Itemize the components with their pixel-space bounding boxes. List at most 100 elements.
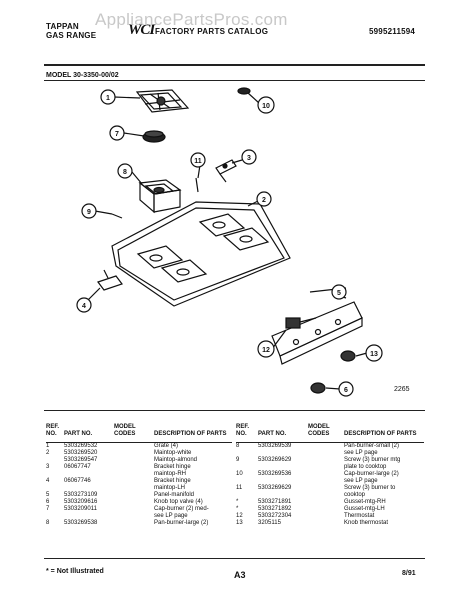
table-header-row: REF. NO. PART NO. MODEL CODES DESCRIPTIO… (46, 424, 232, 438)
table-row: 3 06067747 Bracket hinge (46, 464, 232, 471)
catalog-title: FACTORY PARTS CATALOG (155, 27, 269, 36)
table-row: 8 5303269539 Pan-burner-small (2) (236, 443, 424, 451)
ref-cell: 3 (46, 464, 50, 470)
part-number-cell: 5303209011 (64, 506, 97, 512)
description-cell: Maintop-almond (154, 457, 198, 463)
ref-cell (46, 457, 64, 464)
svg-text:6: 6 (344, 387, 348, 394)
page-number: A3 (234, 570, 246, 580)
model-codes-cell (114, 506, 154, 513)
callout-10 (257, 96, 275, 114)
model-codes-cell (308, 457, 344, 464)
part-number-cell: 5303272304 (258, 513, 292, 519)
part-number-cell (258, 464, 308, 471)
product-type: GAS RANGE (46, 31, 97, 40)
callout-4 (76, 297, 92, 313)
parts-table-right: REF. NO. PART NO. MODEL CODES DESCRIPTIO… (236, 424, 424, 527)
parts-table-left: REF. NO. PART NO. MODEL CODES DESCRIPTIO… (46, 424, 232, 527)
svg-text:8: 8 (123, 169, 127, 176)
ref-cell: 8 (236, 443, 240, 449)
part-number-cell: 5303273109 (64, 492, 98, 498)
ref-cell: 1 (46, 443, 50, 449)
part-number-cell: 5303271892 (258, 506, 292, 512)
description-cell: Thermostat (344, 513, 375, 519)
wci-logo: WCI (128, 22, 155, 38)
screw-part-9 (111, 213, 123, 219)
model-codes-cell (114, 478, 154, 485)
table-row: maintop-RH (46, 471, 232, 478)
ref-cell: 13 (236, 520, 243, 526)
model-codes-cell (308, 506, 344, 513)
svg-text:5: 5 (337, 290, 341, 297)
svg-text:7: 7 (115, 131, 119, 138)
header-rule-top (44, 64, 425, 66)
model-codes-cell (308, 450, 344, 457)
ref-cell: 4 (46, 478, 50, 484)
model-codes-cell (308, 443, 344, 451)
brand-name: TAPPAN (46, 22, 79, 31)
ref-cell: 12 (236, 513, 243, 519)
callout-3 (241, 149, 257, 165)
description-cell: Pan-burner-small (2) (344, 443, 400, 449)
screw-part-11 (195, 177, 199, 193)
part-number-cell (64, 485, 114, 492)
table-row: 5303269547 Maintop-almond (46, 457, 232, 464)
model-codes-cell (114, 492, 154, 499)
model-codes-cell (114, 485, 154, 492)
part-number-cell: 06067747 (64, 464, 91, 470)
svg-text:12: 12 (262, 347, 270, 354)
col-description: DESCRIPTION OF PARTS (154, 431, 227, 437)
callout-1 (100, 89, 116, 105)
part-number-cell: 5303269547 (64, 457, 98, 463)
thermostat-knob-part (340, 350, 356, 362)
table-row: 12 5303272304 Thermostat (236, 513, 424, 520)
part-number-cell (64, 471, 114, 478)
ref-cell: 7 (46, 506, 50, 512)
model-codes-cell (114, 471, 154, 478)
description-cell: see LP page (344, 478, 378, 484)
part-number-cell: 5303269539 (258, 443, 292, 449)
description-cell: maintop-RH (154, 471, 187, 477)
col-ref-no: REF. NO. (236, 424, 250, 437)
callout-12 (257, 340, 275, 358)
part-number-cell: 3205115 (258, 520, 281, 526)
ref-cell (236, 464, 258, 471)
table-row: see LP page (46, 513, 232, 520)
col-model-codes: MODEL CODES (114, 424, 136, 437)
burner-cap-part (142, 130, 166, 143)
ref-cell: 11 (236, 485, 243, 491)
catalog-number: 5995211594 (369, 27, 416, 36)
model-codes-cell (308, 478, 344, 485)
header-rule-bottom (44, 80, 425, 81)
table-row: see LP page (236, 478, 424, 485)
callout-6 (338, 381, 354, 397)
thermostat-part (285, 317, 317, 329)
svg-text:10: 10 (262, 103, 270, 110)
cap-burner-large-part (237, 87, 251, 95)
part-number-cell: 5303269536 (258, 471, 292, 477)
maintop-part (111, 201, 291, 307)
svg-text:9: 9 (87, 209, 91, 216)
part-number-cell: 5303271891 (258, 499, 292, 505)
description-cell: Gusset-mtg-LH (344, 506, 385, 512)
part-number-cell (64, 513, 114, 520)
svg-text:1: 1 (106, 95, 110, 102)
part-number-cell: 5303269629 (258, 457, 292, 463)
description-cell: Knob top valve (4) (154, 499, 203, 505)
callout-7 (109, 125, 125, 141)
callout-13 (365, 344, 383, 362)
watermark: AppliancePartsPros.com (95, 10, 288, 29)
part-number-cell: 5303269520 (64, 450, 98, 456)
description-cell: Bracket hinge (154, 464, 191, 470)
table-row: cooktop (236, 492, 424, 499)
description-cell: Grate (4) (154, 443, 179, 449)
callout-5 (331, 284, 347, 300)
ref-cell (46, 513, 64, 520)
revision-date: 8/91 (402, 570, 416, 577)
